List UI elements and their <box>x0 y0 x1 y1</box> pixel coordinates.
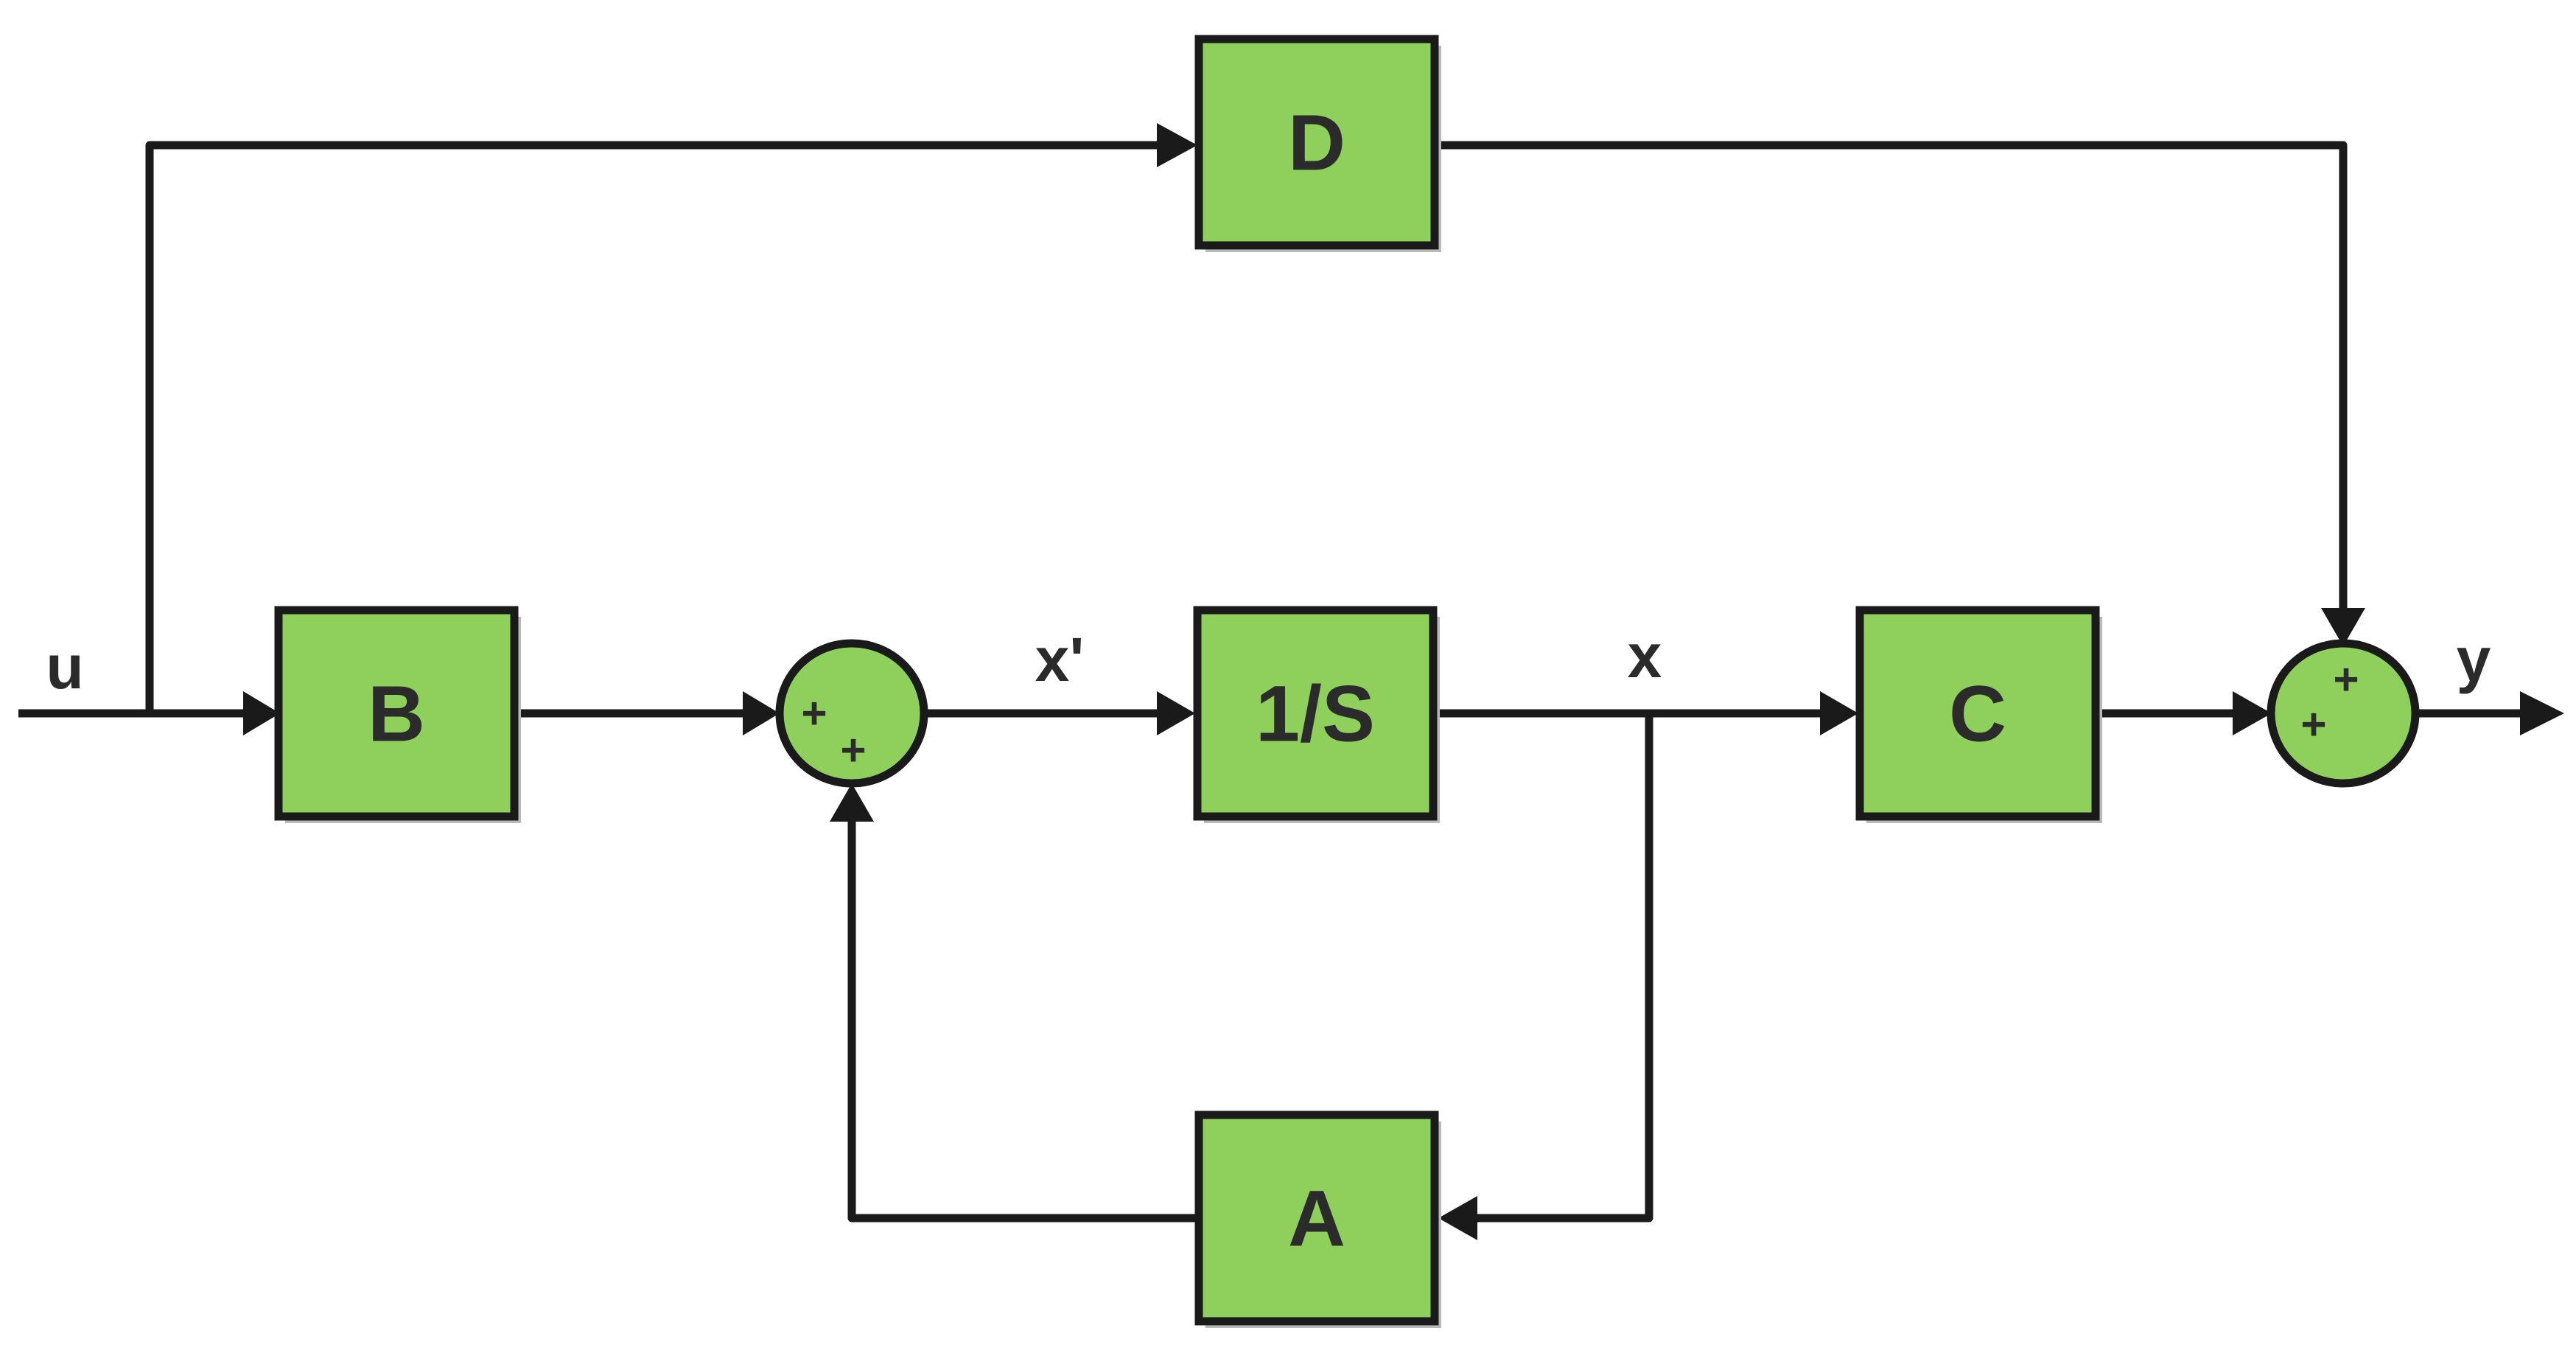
block-integrator-label: 1/S <box>1256 669 1375 758</box>
wire-u-to-d <box>145 141 1164 713</box>
arrowhead-into-sum2-top <box>2321 608 2365 646</box>
arrowhead-into-a <box>1438 1196 1477 1240</box>
arrowhead-output <box>2520 691 2564 735</box>
arrowhead-into-c <box>1820 691 1858 735</box>
block-c-label: C <box>1949 669 2006 758</box>
block-c: C <box>1855 606 2102 823</box>
block-integrator: 1/S <box>1193 606 1440 823</box>
sum1-sign-bottom: + <box>840 726 866 775</box>
signal-label-x: x <box>1628 621 1662 690</box>
summing-junction-2: + + <box>2267 639 2420 788</box>
wire-x-to-a <box>1474 713 1653 1223</box>
signal-label-x-prime: x' <box>1035 625 1085 694</box>
block-d-label: D <box>1288 98 1345 187</box>
arrowhead-into-d <box>1157 123 1197 167</box>
arrowhead-into-integrator <box>1157 691 1195 735</box>
arrowhead-into-b <box>243 691 280 735</box>
wire-d-to-sum2 <box>1435 141 2348 612</box>
signal-label-y: y <box>2457 625 2491 694</box>
arrowhead-into-sum1-bottom <box>830 783 874 822</box>
arrowhead-into-sum2 <box>2233 691 2272 735</box>
sum2-sign-left: + <box>2300 700 2326 749</box>
sum2-sign-top: + <box>2333 655 2359 704</box>
block-b: B <box>274 606 521 823</box>
block-a-label: A <box>1288 1174 1345 1263</box>
block-a: A <box>1194 1111 1441 1328</box>
arrowhead-into-sum1 <box>743 691 780 735</box>
signal-label-u: u <box>46 632 83 702</box>
block-d: D <box>1194 35 1441 252</box>
summing-junction-1: + + <box>775 639 928 788</box>
sum1-sign-left: + <box>801 689 827 738</box>
wire-a-to-sum1 <box>847 818 1197 1223</box>
block-b-label: B <box>368 669 425 758</box>
